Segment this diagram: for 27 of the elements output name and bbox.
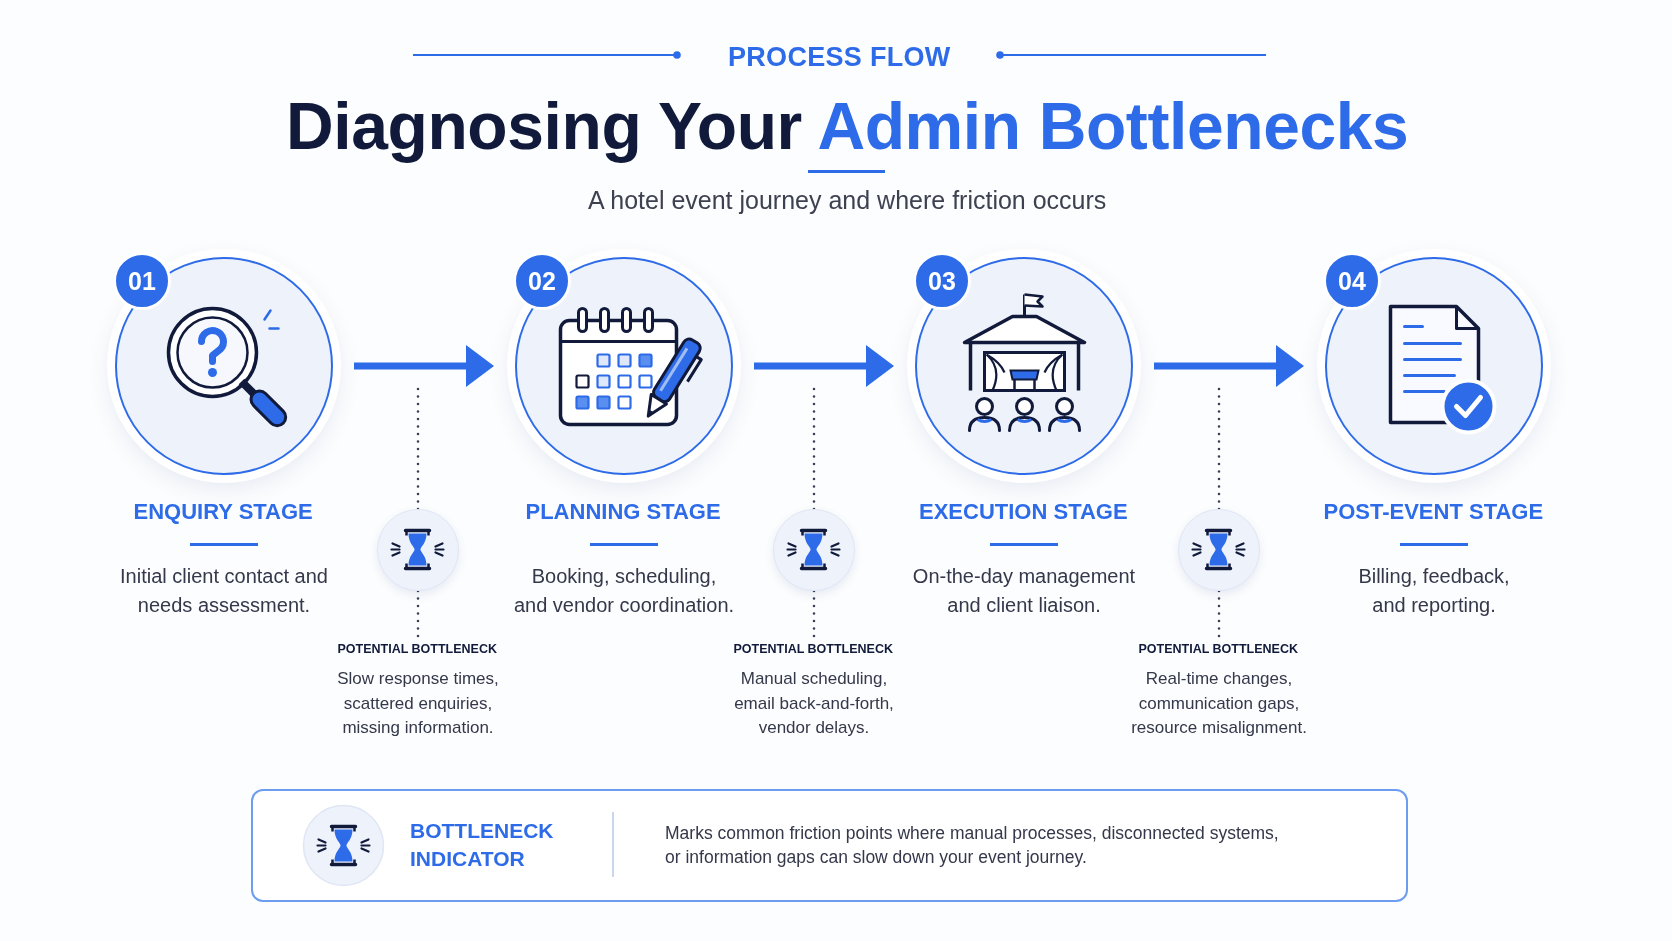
legend-panel	[251, 789, 1408, 902]
stage-description: Billing, feedback, and reporting.	[1357, 564, 1511, 618]
step-number-badge: 02	[513, 252, 571, 310]
bottleneck-heading: POTENTIAL BOTTLENECK	[337, 641, 498, 658]
stage-title: ENQUIRY STAGE	[133, 498, 314, 526]
dotted-line	[416, 589, 420, 640]
legend-description: Marks common friction points where manual processes, disconnected systems, or information gaps can slow down your event journey.	[665, 822, 1280, 869]
main-title: Diagnosing Your Admin Bottlenecks	[286, 88, 1410, 165]
stage-description: On-the-day management and client liaison.	[912, 564, 1136, 618]
bottleneck-description: Real-time changes, communication gaps, resource misalignment.	[1130, 668, 1308, 739]
subtitle: A hotel event journey and where friction occurs	[588, 185, 1108, 215]
legend-heading: BOTTLENECK INDICATOR	[410, 818, 555, 872]
bottleneck-heading: POTENTIAL BOTTLENECK	[733, 641, 894, 658]
stage-description: Initial client contact and needs assessment.	[119, 564, 329, 618]
step-number-badge: 04	[1323, 252, 1381, 310]
step-number-badge: 03	[913, 252, 971, 310]
stage-title: PLANNING STAGE	[525, 498, 722, 526]
bottleneck-description: Slow response times, scattered enquiries, missing information.	[336, 668, 500, 739]
stage-title: POST-EVENT STAGE	[1323, 498, 1545, 526]
eyebrow-heading: PROCESS FLOW	[728, 41, 952, 73]
step-number-badge: 01	[113, 252, 171, 310]
stage-description: Booking, scheduling, and vendor coordination.	[513, 564, 735, 618]
bottleneck-description: Manual scheduling, email back-and-forth, vendor delays.	[733, 668, 895, 739]
bottleneck-heading: POTENTIAL BOTTLENECK	[1138, 641, 1299, 658]
stage-title: EXECUTION STAGE	[919, 498, 1129, 526]
dotted-line	[1217, 589, 1221, 640]
dotted-line	[812, 589, 816, 640]
